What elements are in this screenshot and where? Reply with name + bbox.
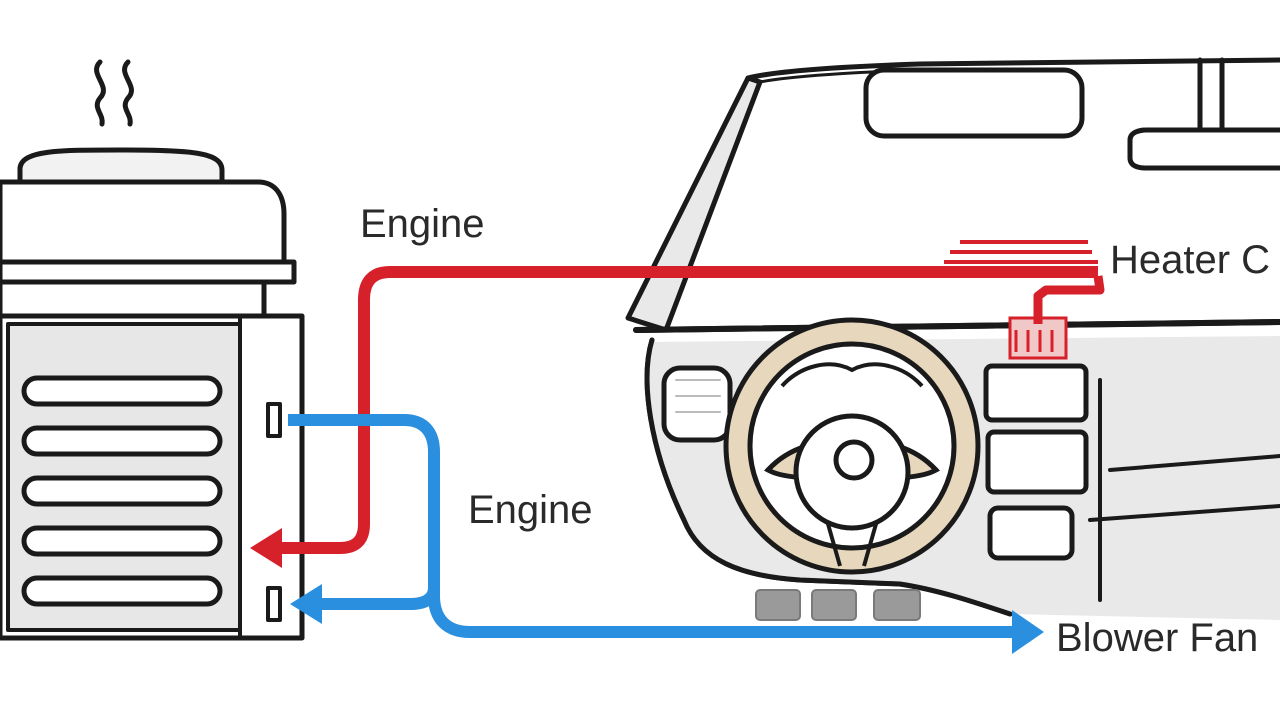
windshield-pillar [625,75,763,333]
left-vent [661,365,733,443]
heater-core-label: Heater C [1110,238,1270,282]
port-bottom [266,586,282,622]
arrow-icon [290,584,322,624]
radiator-fins [21,375,223,607]
radiator-cap [17,147,225,185]
floor-vents [755,589,921,621]
radiator-neck [0,279,267,319]
cold-coolant-line [288,414,1044,654]
blower-fan-label: Blower Fan [1056,616,1258,660]
control-panel [985,429,1089,495]
radiator-top-band [0,259,297,285]
arrow-icon [1012,610,1044,654]
roof-outline [745,57,1280,81]
center-vent [983,363,1089,423]
arrow-icon [250,528,282,568]
rearview-mirror [1127,57,1280,171]
radio-slot [987,505,1075,561]
steam-icon [94,59,134,127]
radiator-top-housing [0,179,287,265]
dashboard-icon [625,57,1280,621]
radiator-icon [0,147,305,641]
hot-coolant-line [250,266,1105,568]
sun-visor [863,67,1085,139]
steering-wheel-icon [723,317,981,575]
engine-label-bottom: Engine [468,488,593,532]
port-top [266,402,282,438]
engine-label-top: Engine [360,202,485,246]
